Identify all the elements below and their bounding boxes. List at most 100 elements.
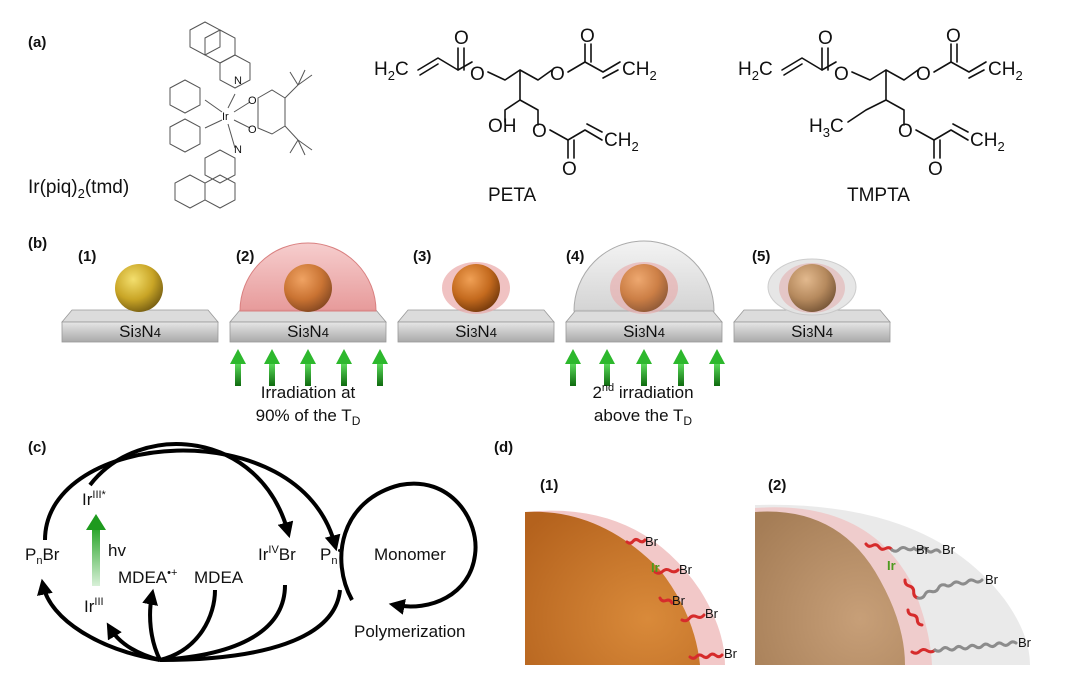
ir4br-label: IrIVBr xyxy=(258,544,296,564)
substrate-1: Si3N4 xyxy=(61,309,219,343)
tmpta-name: TMPTA xyxy=(847,185,910,206)
step-2-label: (2) xyxy=(236,248,254,265)
hv-arrow-shaft xyxy=(92,528,100,586)
svg-text:CH2: CH2 xyxy=(988,59,1023,83)
substrate-4: Si3N4 xyxy=(565,309,723,343)
svg-text:O: O xyxy=(470,64,485,85)
svg-text:O: O xyxy=(532,121,547,142)
svg-text:Si3N4: Si3N4 xyxy=(455,322,497,341)
red-chain-d2-2 xyxy=(903,578,920,600)
irradiation-arrows-1 xyxy=(230,349,388,386)
panel-d1-illustration xyxy=(525,510,725,665)
irradiation-arrow-2-5-shaft xyxy=(714,362,720,386)
svg-text:O: O xyxy=(818,28,833,49)
grey-chain-d2-1 xyxy=(890,546,916,553)
irradiation-arrow-2-4-head xyxy=(673,349,689,364)
arrow-to-ir3 xyxy=(106,622,161,662)
svg-text:CH2: CH2 xyxy=(622,59,657,83)
irradiation-arrow-2-2-head xyxy=(599,349,615,364)
red-chain-d1-1 xyxy=(625,538,647,545)
br-label-d1-3: Br xyxy=(672,593,686,608)
polymerization-label: Polymerization xyxy=(354,622,466,641)
svg-text:H3C: H3C xyxy=(809,116,844,140)
o-atom-top: O xyxy=(248,95,257,107)
orange-particle-2 xyxy=(284,264,332,312)
svg-text:Si3N4: Si3N4 xyxy=(791,322,833,341)
grey-chain-d2-5 xyxy=(933,640,1018,653)
red-chain-d1-3 xyxy=(658,596,674,605)
ir-atom: Ir xyxy=(222,111,229,123)
caption-irradiation-2-line2: above the TD xyxy=(594,406,692,428)
step-5-label: (5) xyxy=(752,248,770,265)
hv-label: hv xyxy=(108,541,126,560)
svg-text:Si3N4: Si3N4 xyxy=(287,322,329,341)
complex-name: Ir(piq)2(tmd) xyxy=(28,177,129,201)
grey-chain-d2-3 xyxy=(916,583,947,600)
irradiation-arrow-1-3-head xyxy=(300,349,316,364)
pn-radical-label: Pn• xyxy=(320,545,341,567)
panel-d-step-1-label: (1) xyxy=(540,477,558,494)
red-chain-d2-4 xyxy=(910,648,937,655)
arrow-pnbr-to-pn xyxy=(43,448,341,552)
tmpta-structure: H2C O O H3C O O CH2 O O CH2 xyxy=(738,26,1023,180)
gold-particle xyxy=(115,264,163,312)
n-atom-bottom: N xyxy=(234,144,242,156)
irradiation-arrow-2-5-head xyxy=(709,349,725,364)
ir-label-d1: Ir xyxy=(651,560,660,575)
ir-label-d2: Ir xyxy=(887,558,896,573)
br-label-d1-4: Br xyxy=(705,606,719,621)
mdea-radical-label: MDEA•+ xyxy=(118,567,177,587)
step-1-label: (1) xyxy=(78,248,96,265)
substrate-3: Si3N4 xyxy=(397,309,555,343)
svg-text:O: O xyxy=(898,121,913,142)
panel-d-label: (d) xyxy=(494,439,513,456)
red-chain-d1-5 xyxy=(688,652,724,660)
peta-name: PETA xyxy=(488,185,537,206)
br-label-d2-1: Br xyxy=(916,542,930,557)
grey-chain-d2-4 xyxy=(943,578,984,588)
irradiation-arrow-1-4-head xyxy=(336,349,352,364)
ir3-label: IrIII xyxy=(84,596,104,616)
svg-text:O: O xyxy=(580,26,595,47)
panel-c-label: (c) xyxy=(28,439,46,456)
svg-text:O: O xyxy=(916,64,931,85)
caption-irradiation-1-line2: 90% of the TD xyxy=(256,406,361,428)
irradiation-arrow-1-2-head xyxy=(264,349,280,364)
panel-d2-chains xyxy=(864,542,1018,655)
svg-text:OH: OH xyxy=(488,116,517,137)
arrow-to-mdea-radical xyxy=(142,588,162,661)
polymerization-loop-arrow xyxy=(339,481,478,615)
irradiation-arrow-2-1-head xyxy=(565,349,581,364)
step-4-label: (4) xyxy=(566,248,584,265)
arc-from-ir4br xyxy=(159,584,287,662)
irradiation-arrow-1-5-shaft xyxy=(377,362,383,386)
hv-arrow-head xyxy=(86,514,106,530)
n-atom-top: N xyxy=(234,75,242,87)
svg-text:O: O xyxy=(928,159,943,180)
arc-from-pn xyxy=(159,589,342,662)
br-label-d2-4: Br xyxy=(1018,635,1032,650)
mdea-label: MDEA xyxy=(194,568,244,587)
svg-text:O: O xyxy=(550,64,565,85)
arrow-to-pnbr xyxy=(37,578,161,662)
irradiation-arrow-2-3-shaft xyxy=(641,362,647,386)
irradiation-arrow-2-1-shaft xyxy=(570,362,576,386)
svg-text:O: O xyxy=(834,64,849,85)
irradiation-arrow-1-1-shaft xyxy=(235,362,241,386)
svg-text:Si3N4: Si3N4 xyxy=(623,322,665,341)
pnbr-label: PnBr xyxy=(25,545,60,567)
svg-text:O: O xyxy=(562,159,577,180)
br-label-d2-3: Br xyxy=(985,572,999,587)
substrate-2: Si3N4 xyxy=(229,309,387,343)
panel-d1-chains xyxy=(625,538,724,660)
br-label-d1-5: Br xyxy=(724,646,738,661)
orange-particle-3 xyxy=(452,264,500,312)
step-3-label: (3) xyxy=(413,248,431,265)
caption-irradiation-1-line1: Irradiation at xyxy=(261,383,356,402)
irradiation-arrow-2-4-shaft xyxy=(678,362,684,386)
panel-d-step-2-label: (2) xyxy=(768,477,786,494)
peta-structure: H2C O O OH O O CH2 O O CH2 xyxy=(374,26,657,180)
irradiation-arrow-2-2-shaft xyxy=(604,362,610,386)
svg-text:Si3N4: Si3N4 xyxy=(119,322,161,341)
panel-d2-illustration xyxy=(755,504,1030,665)
